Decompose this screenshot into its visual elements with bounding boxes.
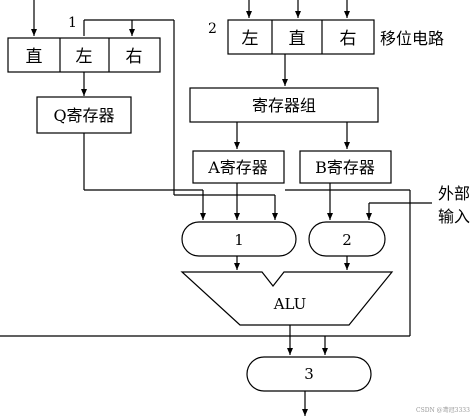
- alu-label: ALU: [273, 295, 307, 313]
- a-register-box: [192, 150, 285, 184]
- external-input-line1: 外部: [438, 184, 470, 203]
- shifter2-cell-left: 左: [242, 29, 259, 49]
- shifter2-caption: 移位电路: [380, 29, 444, 48]
- b-register-box: [299, 150, 392, 184]
- watermark: CSDN @鸢冠3333: [416, 406, 470, 414]
- q-register-label: Q寄存器: [53, 106, 114, 125]
- external-input-line2: 输入: [438, 207, 470, 226]
- register-group-label: 寄存器组: [252, 96, 316, 115]
- shifter1-cell-left: 左: [76, 47, 93, 67]
- shifter2-index: 2: [208, 21, 217, 37]
- b-register-label: B寄存器: [315, 158, 375, 177]
- shifter2-cell-straight: 直: [289, 29, 306, 49]
- alu-shape: [180, 271, 394, 326]
- register-group-box: [189, 87, 379, 123]
- shifter1-cell-straight: 直: [26, 47, 43, 67]
- a-register-label: A寄存器: [207, 158, 268, 177]
- mux3-label: 3: [304, 365, 314, 383]
- mux1-label: 1: [234, 231, 244, 249]
- shifter2-cell-right: 右: [340, 29, 357, 49]
- mux3-box: [246, 356, 372, 392]
- shifter1-index: 1: [68, 15, 77, 31]
- shifter1-cell-right: 右: [126, 47, 143, 67]
- mux2-label: 2: [342, 231, 352, 249]
- mux1-box: [181, 221, 297, 257]
- shifter2-box: [227, 19, 375, 55]
